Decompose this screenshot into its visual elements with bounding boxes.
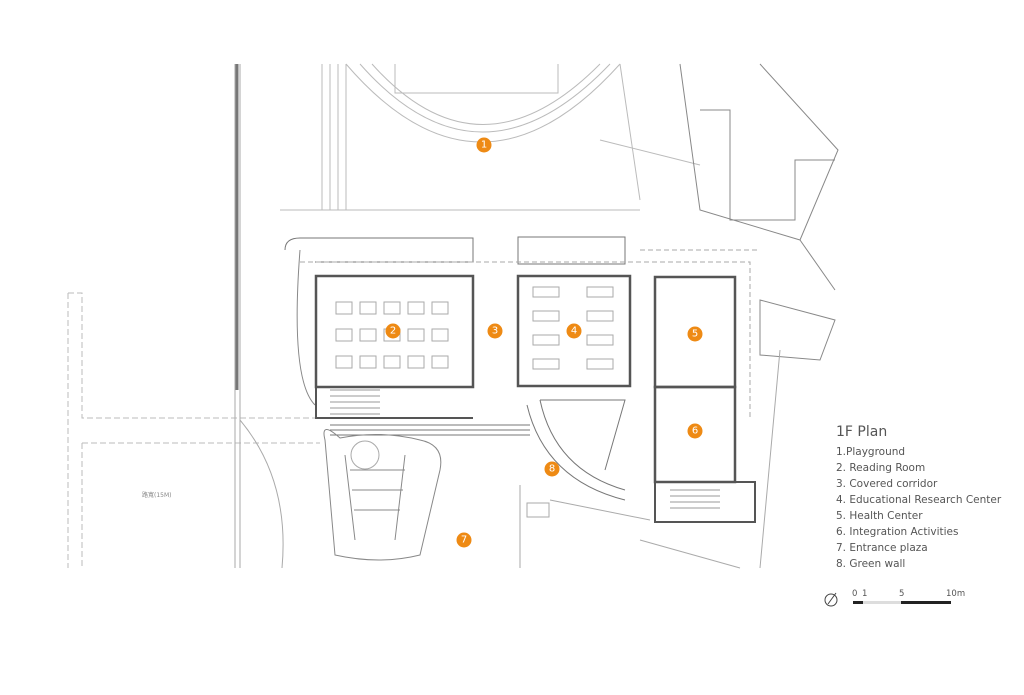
desk — [532, 358, 560, 370]
reading-table — [407, 328, 425, 342]
scale-label: 5 — [899, 589, 905, 599]
reading-table — [335, 301, 353, 315]
reading-table — [407, 355, 425, 369]
marker-research-center: 4 — [566, 323, 582, 339]
legend-item: 5. Health Center — [836, 510, 923, 522]
legend-item: 1.Playground — [836, 446, 906, 458]
desk — [586, 310, 614, 322]
south-buildings — [519, 349, 781, 569]
reading-table — [335, 328, 353, 342]
scale-label: 1 — [862, 589, 868, 599]
desk — [532, 286, 560, 298]
reading-table — [407, 301, 425, 315]
road-edge — [234, 64, 284, 569]
legend-item: 6. Integration Activities — [836, 526, 959, 538]
marker-entrance-plaza: 7 — [456, 532, 472, 548]
northeast-building — [679, 63, 839, 361]
legend-item: 2. Reading Room — [836, 462, 926, 474]
scale-bar — [853, 601, 951, 604]
canopy-outline — [300, 249, 760, 420]
running-track — [280, 63, 701, 211]
reading-table — [431, 301, 449, 315]
green-wall — [330, 399, 626, 501]
reading-table — [359, 301, 377, 315]
desk — [586, 358, 614, 370]
road-label: 路寬(15M) — [142, 492, 172, 499]
reading-table — [431, 328, 449, 342]
marker-integration-activities: 6 — [687, 423, 703, 439]
reading-table — [335, 355, 353, 369]
reading-room — [284, 237, 475, 419]
scale-label: 0 — [852, 589, 858, 599]
marker-covered-corridor: 3 — [487, 323, 503, 339]
legend-item: 7. Entrance plaza — [836, 542, 928, 554]
entrance-plaza — [323, 429, 442, 561]
marker-playground: 1 — [476, 137, 492, 153]
reading-table — [431, 355, 449, 369]
marker-reading-room: 2 — [385, 323, 401, 339]
scale-label: 10m — [946, 589, 966, 599]
legend-title: 1F Plan — [836, 424, 888, 440]
desk — [532, 310, 560, 322]
legend: 1F Plan 1.Playground 2. Reading Room 3. … — [836, 424, 1001, 572]
reading-table — [383, 301, 401, 315]
legend-item: 8. Green wall — [836, 558, 906, 570]
reading-table — [359, 328, 377, 342]
marker-green-wall: 8 — [544, 461, 560, 477]
research-center — [516, 236, 632, 388]
desk — [532, 334, 560, 346]
health-integration — [653, 275, 756, 523]
legend-item: 3. Covered corridor — [836, 478, 938, 490]
road — [67, 292, 320, 568]
north-arrow-icon — [824, 592, 838, 607]
marker-health-center: 5 — [687, 326, 703, 342]
desk — [586, 334, 614, 346]
desk — [586, 286, 614, 298]
legend-item: 4. Educational Research Center — [836, 494, 1002, 506]
reading-table — [359, 355, 377, 369]
reading-table — [383, 355, 401, 369]
